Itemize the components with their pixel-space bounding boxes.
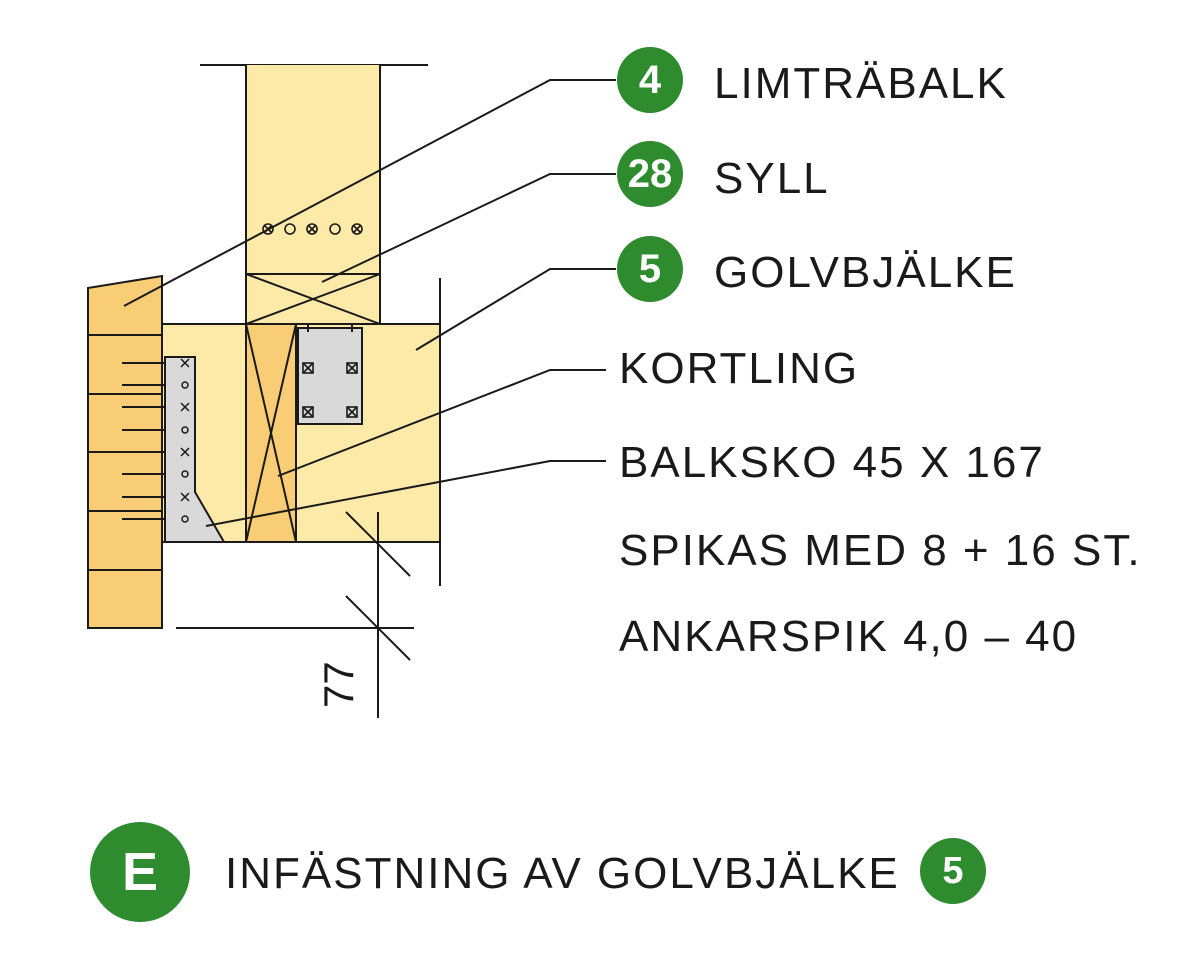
hanger-nails bbox=[180, 358, 190, 523]
callout-badge-golvbjalke: 5 bbox=[617, 236, 683, 302]
dimension-lines bbox=[176, 511, 414, 718]
callout-number: 28 bbox=[627, 152, 673, 196]
leader-lines bbox=[123, 79, 616, 527]
upper-post bbox=[246, 65, 380, 275]
callout-label-golvbjalke: GOLVBJÄLKE bbox=[714, 248, 1017, 297]
caption-ref-badge: 5 bbox=[920, 838, 986, 904]
plate-nails bbox=[302, 362, 358, 418]
caption-title: INFÄSTNING AV GOLVBJÄLKE bbox=[225, 849, 900, 898]
upper-post-nails bbox=[262, 223, 363, 235]
leader-limtrabalk bbox=[123, 79, 616, 307]
caption-letter: E bbox=[121, 842, 159, 902]
callout-badge-limtrabalk: 4 bbox=[617, 47, 683, 113]
leader-kortling bbox=[277, 369, 606, 477]
metal-plate bbox=[297, 327, 363, 425]
label-balksko: BALKSKO 45 X 167 bbox=[619, 438, 1045, 487]
leader-syll bbox=[321, 173, 616, 283]
leader-balksko bbox=[205, 460, 606, 527]
leader-golvbjalke bbox=[415, 268, 616, 351]
label-ankarspik: ANKARSPIK 4,0 – 40 bbox=[619, 612, 1079, 661]
joist-hanger bbox=[164, 356, 226, 543]
label-kortling: KORTLING bbox=[619, 344, 860, 393]
callout-number: 5 bbox=[638, 247, 662, 291]
label-spikas: SPIKAS MED 8 + 16 ST. bbox=[619, 526, 1142, 575]
beam-nails bbox=[122, 362, 165, 520]
callout-badge-syll: 28 bbox=[617, 141, 683, 207]
caption-ref-number: 5 bbox=[942, 850, 964, 892]
caption-letter-badge: E bbox=[90, 822, 190, 922]
callout-label-limtrabalk: LIMTRÄBALK bbox=[714, 59, 1008, 108]
callout-number: 4 bbox=[638, 58, 662, 102]
dimension-value: 77 bbox=[315, 661, 362, 708]
callout-label-syll: SYLL bbox=[714, 154, 830, 203]
